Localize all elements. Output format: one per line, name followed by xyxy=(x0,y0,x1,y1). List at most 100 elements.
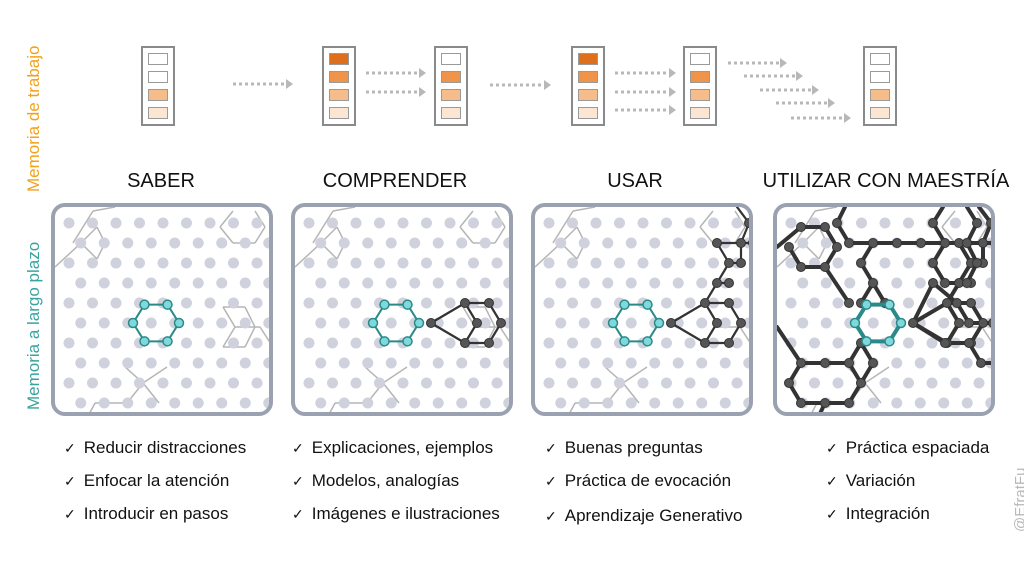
new-knowledge-hexagon xyxy=(849,299,907,347)
wm-slot-empty xyxy=(148,53,168,65)
memory-node xyxy=(444,337,456,349)
memory-node xyxy=(950,377,961,389)
memory-node xyxy=(590,337,602,349)
memory-node xyxy=(503,397,509,409)
memory-node xyxy=(602,397,614,409)
memory-node xyxy=(926,377,938,389)
memory-node xyxy=(985,277,991,289)
memory-node xyxy=(228,217,239,229)
memory-node xyxy=(327,297,338,309)
memory-node xyxy=(315,277,327,289)
memory-node xyxy=(696,397,708,409)
memory-node xyxy=(903,337,914,349)
memory-node xyxy=(867,397,879,409)
connected-node xyxy=(744,218,749,228)
memory-node xyxy=(503,277,509,289)
memory-node xyxy=(696,277,708,289)
wm-slot-light xyxy=(148,89,168,101)
wm-slot-empty xyxy=(870,71,890,83)
memory-node xyxy=(567,297,578,309)
connected-node xyxy=(832,242,842,252)
memory-node xyxy=(145,277,157,289)
new-knowledge-node xyxy=(884,336,895,347)
memory-node xyxy=(625,237,637,249)
connected-node xyxy=(942,298,952,308)
memory-node xyxy=(625,317,637,329)
memory-node xyxy=(216,317,228,329)
memory-node xyxy=(731,337,743,349)
memory-node xyxy=(251,377,263,389)
connected-node xyxy=(832,218,842,228)
memory-node xyxy=(891,357,903,369)
memory-node xyxy=(204,337,216,349)
memory-node xyxy=(879,257,891,269)
memory-node xyxy=(122,277,134,289)
memory-node xyxy=(797,317,809,329)
memory-node xyxy=(385,237,397,249)
connected-node xyxy=(962,278,972,288)
new-knowledge-node xyxy=(619,299,630,310)
memory-node xyxy=(649,357,661,369)
memory-node xyxy=(879,217,891,229)
connected-node xyxy=(952,298,962,308)
memory-node xyxy=(75,397,87,409)
memory-node xyxy=(87,297,98,309)
memory-node xyxy=(567,257,578,269)
dotted-arrow xyxy=(744,71,803,81)
connected-node xyxy=(988,318,991,328)
memory-node xyxy=(479,237,491,249)
memory-node xyxy=(338,237,350,249)
memory-node xyxy=(63,337,75,349)
memory-node xyxy=(303,377,315,389)
memory-node xyxy=(684,377,696,389)
background-links xyxy=(55,207,269,412)
memory-node xyxy=(169,237,181,249)
network-comprender xyxy=(295,207,509,412)
memory-node xyxy=(731,377,743,389)
check-icon: ✓ xyxy=(826,473,838,489)
memory-node xyxy=(444,377,456,389)
connected-node xyxy=(954,318,964,328)
connected-node xyxy=(820,222,830,232)
memory-node xyxy=(696,317,708,329)
strategy-item: ✓Práctica espaciada xyxy=(826,438,990,457)
memory-node xyxy=(649,397,661,409)
memory-node xyxy=(672,277,684,289)
memory-node xyxy=(961,397,973,409)
memory-node xyxy=(938,317,950,329)
memory-node xyxy=(181,377,192,389)
memory-node xyxy=(228,377,239,389)
memory-node xyxy=(409,277,421,289)
memory-node xyxy=(338,397,350,409)
new-knowledge-node xyxy=(642,336,653,347)
check-icon: ✓ xyxy=(292,506,304,522)
memory-node xyxy=(432,397,444,409)
connected-node xyxy=(868,238,878,248)
memory-node xyxy=(409,357,421,369)
memory-node xyxy=(590,257,602,269)
memory-node xyxy=(797,237,809,249)
network-usar xyxy=(535,207,749,412)
memory-node xyxy=(421,337,432,349)
connected-node xyxy=(868,358,878,368)
memory-node xyxy=(251,257,263,269)
memory-node xyxy=(157,257,169,269)
memory-node xyxy=(555,277,567,289)
wm-stack-usar-in xyxy=(571,46,605,126)
memory-node xyxy=(590,297,602,309)
stage-title-comprender: COMPRENDER xyxy=(322,170,468,192)
memory-nodes xyxy=(543,217,749,409)
memory-node xyxy=(543,257,555,269)
memory-node xyxy=(479,277,491,289)
connected-node xyxy=(736,258,746,268)
memory-node xyxy=(844,277,856,289)
memory-node xyxy=(239,397,251,409)
memory-node xyxy=(181,297,192,309)
memory-node xyxy=(491,377,503,389)
strategy-item: ✓Variación xyxy=(826,471,916,490)
memory-node xyxy=(303,217,315,229)
connected-node xyxy=(784,242,794,252)
new-knowledge-node xyxy=(849,317,861,329)
memory-node xyxy=(303,297,315,309)
memory-node xyxy=(315,317,327,329)
